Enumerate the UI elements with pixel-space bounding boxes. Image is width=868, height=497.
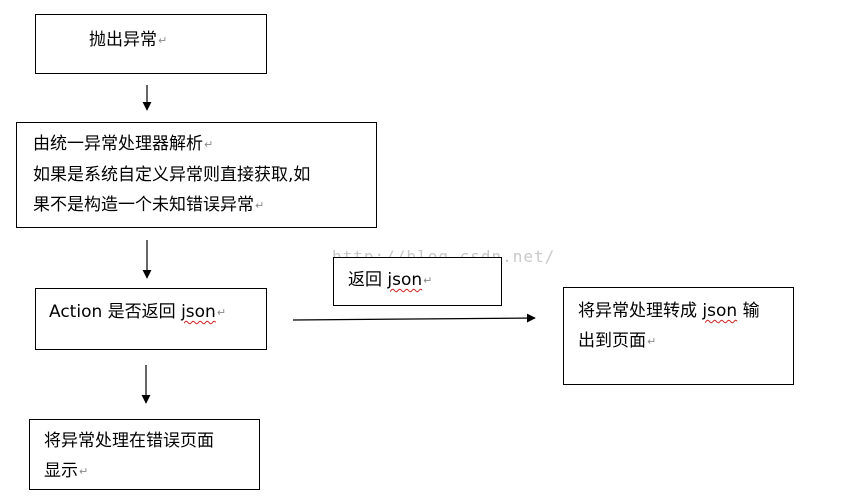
node-error-line1: 将异常处理在错误页面 [44, 431, 214, 451]
arrow-action-to-json [292, 313, 536, 323]
paragraph-mark: ↵ [647, 335, 657, 348]
node-convert-to-json: 将异常处理转成 json 输 出到页面↵ [563, 287, 794, 385]
node-error-page: 将异常处理在错误页面 显示↵ [29, 419, 260, 490]
node-throw-text: 抛出异常 [89, 30, 157, 50]
paragraph-mark: ↵ [216, 306, 227, 319]
node-json-line1-suffix: 输 [737, 301, 760, 321]
node-json-line1-prefix: 将异常处理转成 [578, 301, 703, 321]
edge-label-prefix: 返回 [348, 270, 388, 290]
node-throw-exception: 抛出异常↵ [35, 14, 267, 74]
node-parse-line3: 果不是构造一个未知错误异常 [33, 195, 254, 215]
node-parse-line2: 如果是系统自定义异常则直接获取,如 [33, 165, 311, 185]
paragraph-mark: ↵ [204, 138, 214, 151]
node-action-keyword: json [181, 302, 216, 322]
node-error-line2: 显示 [44, 461, 78, 481]
paragraph-mark: ↵ [79, 465, 89, 478]
paragraph-mark: ↵ [255, 199, 265, 212]
node-action-prefix: Action 是否返回 [49, 302, 182, 322]
node-parse-line1: 由统一异常处理器解析 [33, 134, 203, 154]
node-unified-handler: 由统一异常处理器解析↵ 如果是系统自定义异常则直接获取,如 果不是构造一个未知错… [16, 122, 377, 228]
edge-label-keyword: json [387, 270, 423, 290]
paragraph-mark: ↵ [423, 274, 433, 287]
node-json-line1-keyword: json [702, 301, 738, 321]
node-json-line2: 出到页面 [578, 331, 646, 351]
node-action-returns-json: Action 是否返回 json↵ [35, 288, 267, 350]
paragraph-mark: ↵ [158, 34, 168, 47]
edge-label-return-json: 返回 json↵ [333, 257, 502, 306]
